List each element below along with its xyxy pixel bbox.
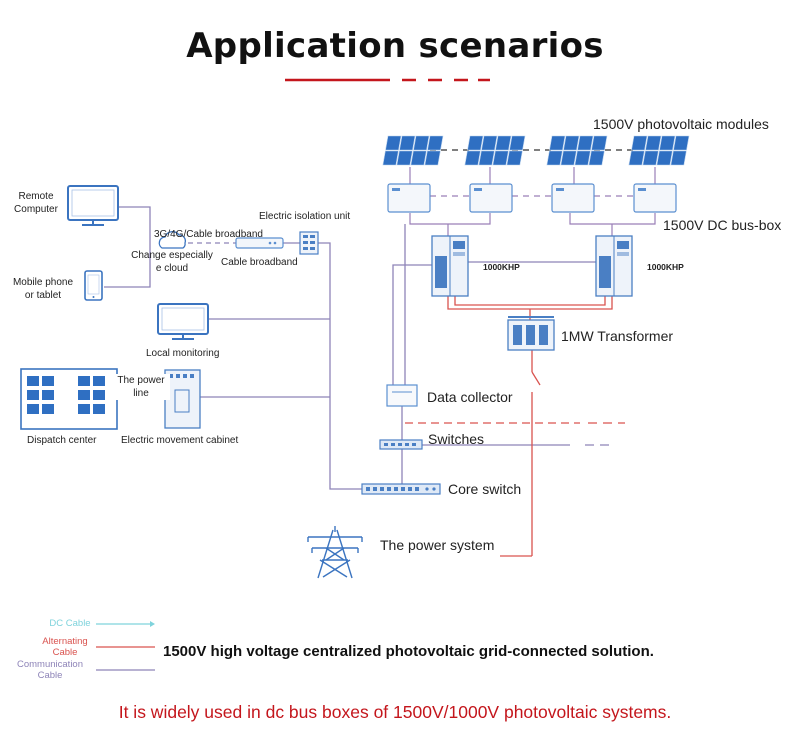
remote-computer-label: Remote Computer	[14, 191, 58, 215]
dc-bus-lines	[409, 149, 656, 236]
dispatch-screen-icon	[20, 368, 118, 430]
core-switch-label: Core switch	[448, 481, 522, 497]
ac-cables	[405, 296, 625, 557]
legend-communication-cable: Communication Cable	[17, 659, 83, 681]
phone-icon	[84, 270, 103, 301]
local-monitoring-label: Local monitoring	[146, 348, 220, 359]
inverter-cabinet-icon	[431, 235, 633, 297]
core-switch-icon	[361, 483, 441, 495]
isolation-unit-label: Electric isolation unit	[259, 211, 351, 222]
transformer-label: 1MW Transformer	[561, 328, 674, 344]
legend-lines	[96, 621, 155, 671]
data-collector-label: Data collector	[427, 389, 513, 405]
page-title: Application scenarios	[186, 26, 604, 66]
data-collector-icon	[386, 384, 418, 407]
solar-panel-icon	[382, 135, 690, 166]
mobile-phone-label: Mobile phone or tablet	[12, 277, 74, 301]
pv-modules-label: 1500V photovoltaic modules	[593, 116, 769, 132]
cloud-icon	[158, 231, 186, 249]
cloud-label: Change especially e cloud	[131, 250, 213, 274]
movement-cabinet-label: Electric movement cabinet	[121, 435, 239, 446]
dc-busbox-label: 1500V DC bus-box	[663, 217, 782, 233]
monitor-icon	[157, 303, 209, 340]
isolation-unit-icon	[299, 231, 319, 255]
cabinet-icon	[164, 369, 201, 429]
switch-icon	[379, 439, 423, 450]
solution-caption: 1500V high voltage centralized photovolt…	[163, 643, 654, 660]
switches-label: Switches	[428, 431, 485, 447]
power-line-label: The power line	[112, 374, 170, 400]
dispatch-center-label: Dispatch center	[27, 435, 97, 446]
communication-cables	[104, 206, 615, 490]
cable-broadband-label: Cable broadband	[221, 257, 298, 268]
monitor-icon	[67, 185, 119, 226]
power-system-label: The power system	[380, 537, 495, 553]
power-tower-icon	[307, 526, 363, 579]
router-icon	[235, 237, 284, 249]
bus-box-icon	[387, 183, 677, 213]
inverter-right-label: 1000KHP	[647, 262, 684, 272]
transformer-icon	[507, 316, 555, 351]
legend-ac-cable: Alternating Cable	[42, 636, 88, 658]
inverter-left-label: 1000KHP	[483, 262, 520, 272]
broadband-label: 3G/4G/Cable broadband	[154, 229, 263, 240]
footer-note: It is widely used in dc bus boxes of 150…	[118, 702, 672, 722]
legend-dc-cable: DC Cable	[49, 618, 91, 629]
